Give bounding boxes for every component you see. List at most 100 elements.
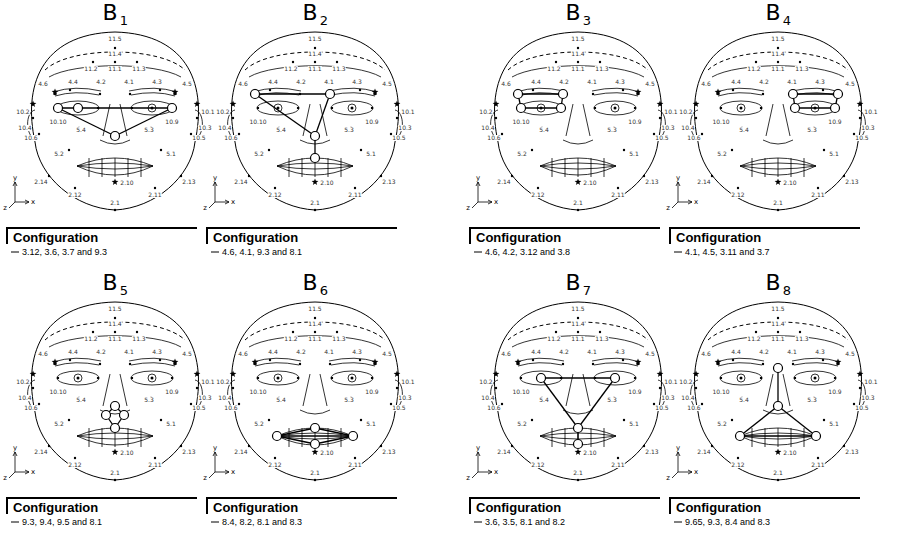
feature-point-number: 10.4 [481, 395, 495, 401]
feature-point-number: 10.3 [661, 125, 675, 131]
list-dash [11, 522, 19, 523]
nose-line [563, 104, 593, 144]
feature-point-number: 10.5 [855, 135, 869, 141]
selected-point [326, 90, 335, 99]
feature-point-number: 5.3 [144, 127, 155, 133]
feature-dot [511, 175, 513, 177]
feature-point-number: 10.1 [201, 379, 215, 385]
feature-point-number: 5.4 [276, 127, 287, 133]
mouth-grid [552, 158, 553, 177]
selected-point [311, 154, 320, 163]
feature-dot [520, 377, 522, 379]
feature-dot [329, 363, 331, 365]
feature-point-number: 4.1 [324, 79, 335, 85]
axis-label: x [694, 199, 698, 206]
feature-dot [68, 419, 70, 421]
feature-point-number: 4.6 [501, 81, 512, 87]
forehead-line [249, 336, 381, 347]
star-point [657, 370, 664, 377]
feature-dot [299, 363, 301, 365]
eye-outline [720, 371, 762, 385]
star-point [372, 358, 379, 365]
feature-dot [159, 359, 161, 361]
feature-dot [32, 117, 34, 119]
feature-point-number: 10.2 [216, 379, 230, 385]
axis-arrows [672, 182, 692, 208]
configuration-line [115, 108, 172, 136]
feature-dot [792, 363, 794, 365]
feature-point-number: 5.1 [629, 421, 640, 427]
forehead-line [249, 66, 381, 77]
list-dash [11, 252, 19, 253]
pupil [740, 107, 743, 110]
feature-point-number: 4.1 [587, 349, 598, 355]
configuration-line [255, 93, 330, 94]
axis-label: z [203, 475, 207, 482]
feature-point-number: 5.3 [144, 397, 155, 403]
selected-point [311, 424, 320, 433]
feature-dot [314, 479, 316, 481]
eye-outline [794, 371, 836, 385]
mouth-grid [341, 158, 342, 177]
feature-point-number: 2.14 [234, 449, 248, 455]
feature-dot [643, 175, 645, 177]
star-point [394, 370, 401, 377]
feature-dot [622, 359, 624, 361]
feature-point-number: 10.6 [487, 405, 501, 411]
feature-point-number: 10.1 [664, 109, 678, 115]
panel-subscript: 5 [120, 284, 128, 297]
configuration-points: 9.3, 9.4, 9.5 and 8.1 [22, 518, 102, 527]
feature-point-number: 2.1 [773, 470, 784, 476]
feature-dot [495, 117, 497, 119]
feature-point-number: 2.14 [697, 449, 711, 455]
star-point [52, 88, 59, 95]
axis-label: z [466, 205, 470, 212]
star-point [715, 88, 722, 95]
head-contour [694, 302, 861, 480]
feature-dot [257, 377, 259, 379]
star-point [112, 178, 119, 185]
feature-point-number: 2.10 [320, 180, 334, 186]
feature-point-number: 11.3 [132, 336, 146, 342]
configuration-bracket [207, 228, 397, 244]
star-point [194, 100, 201, 107]
feature-point-number: 2.13 [382, 179, 396, 185]
star-point [857, 370, 864, 377]
feature-dot [274, 457, 276, 459]
panel-subscript: 3 [583, 14, 591, 27]
selected-point [74, 104, 83, 113]
feature-point-number: 10.3 [398, 395, 412, 401]
axis-label: z [3, 205, 7, 212]
feature-point-number: 10.1 [864, 109, 878, 115]
feature-point-number: 10.4 [218, 395, 232, 401]
forehead-line [712, 336, 844, 347]
mouth-grid [141, 158, 142, 177]
feature-point-number: 5.3 [607, 127, 618, 133]
feature-dot [695, 117, 697, 119]
feature-point-number: 11.3 [795, 336, 809, 342]
feature-point-number: 5.3 [344, 127, 355, 133]
feature-point-number: 11.2 [747, 66, 761, 72]
eye-outline [257, 371, 299, 385]
feature-dot [599, 331, 601, 333]
iris [537, 374, 545, 382]
feature-dot [380, 445, 382, 447]
selected-point [774, 364, 783, 373]
feature-dot [57, 377, 59, 379]
feature-dot [268, 419, 270, 421]
feature-dot [380, 175, 382, 177]
feature-point-number: 11.3 [132, 66, 146, 72]
mouth-grid [552, 428, 553, 447]
feature-dot [196, 387, 198, 389]
feature-point-number: 4.6 [238, 81, 249, 87]
feature-dot [817, 187, 819, 189]
star-point [657, 100, 664, 107]
list-dash [211, 522, 219, 523]
feature-dot [532, 89, 534, 91]
feature-dot [314, 209, 316, 211]
eye-outline [594, 101, 636, 115]
feature-dot [114, 479, 116, 481]
star-point [172, 88, 179, 95]
feature-dot [92, 61, 94, 63]
feature-point-number: 4.4 [731, 349, 742, 355]
